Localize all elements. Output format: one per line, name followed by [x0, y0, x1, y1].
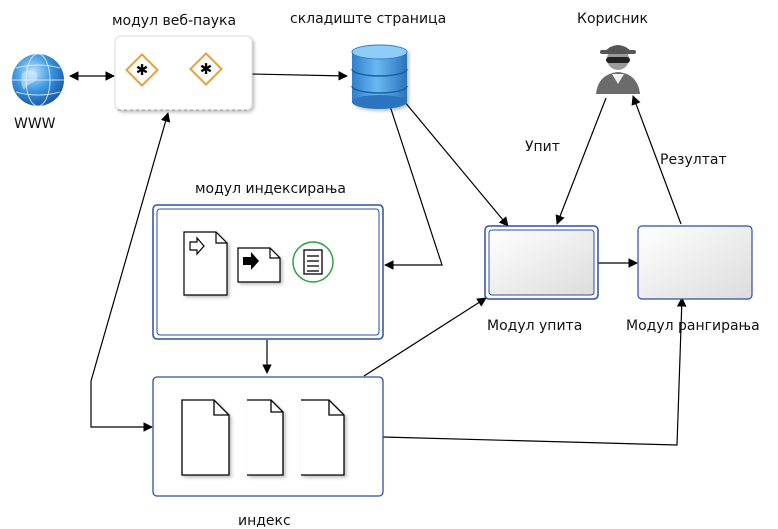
document-icon	[183, 231, 228, 296]
crawler-repository-arrow	[251, 71, 348, 81]
crawler-module-label: модул веб-паука	[112, 13, 236, 29]
document-icon	[237, 247, 281, 283]
query-label: Упит	[525, 139, 560, 155]
spy-user-icon	[596, 45, 640, 94]
document-icon	[247, 399, 284, 476]
indexing-module-label: модул индексирања	[195, 181, 346, 197]
index-ranking-arrow	[382, 297, 687, 446]
document-icon	[181, 399, 230, 476]
indexing-module: модул индексирања	[152, 181, 384, 340]
crawler-module-box	[114, 35, 253, 111]
document-icon	[301, 399, 345, 476]
svg-text:✱: ✱	[200, 60, 213, 78]
gear-icon: ✱	[125, 53, 159, 87]
index-node: индекс	[152, 376, 384, 529]
svg-text:✱: ✱	[136, 61, 149, 79]
database-icon	[351, 44, 408, 109]
ranking-module-label: Модул рангирања	[626, 318, 760, 334]
page-repository-label: складиште страница	[290, 11, 446, 27]
result-label: Резултат	[660, 152, 727, 168]
globe-icon	[12, 53, 64, 107]
ranking-module: Модул рангирања	[626, 225, 760, 334]
www-label: WWW	[14, 116, 56, 132]
list-icon	[292, 241, 334, 283]
crawler-module: модул веб-паука ✱ ✱	[112, 13, 253, 111]
gear-icon: ✱	[189, 52, 223, 86]
crawler-index-arrow	[90, 112, 171, 432]
index-label: индекс	[238, 513, 291, 529]
repository-indexer-arrow	[384, 105, 443, 270]
user-node: Корисник	[577, 11, 648, 94]
index-query-module-arrow	[363, 297, 487, 377]
user-label: Корисник	[577, 11, 648, 27]
query-module: Модул упита	[484, 225, 599, 334]
user-query-arrow	[555, 97, 607, 225]
connectors	[69, 71, 687, 446]
www-node: WWW	[12, 53, 64, 132]
repository-query-module-arrow	[403, 100, 509, 227]
page-repository: складиште страница	[290, 11, 446, 109]
query-module-label: Модул упита	[487, 318, 582, 334]
ranking-result-arrow	[631, 95, 682, 225]
